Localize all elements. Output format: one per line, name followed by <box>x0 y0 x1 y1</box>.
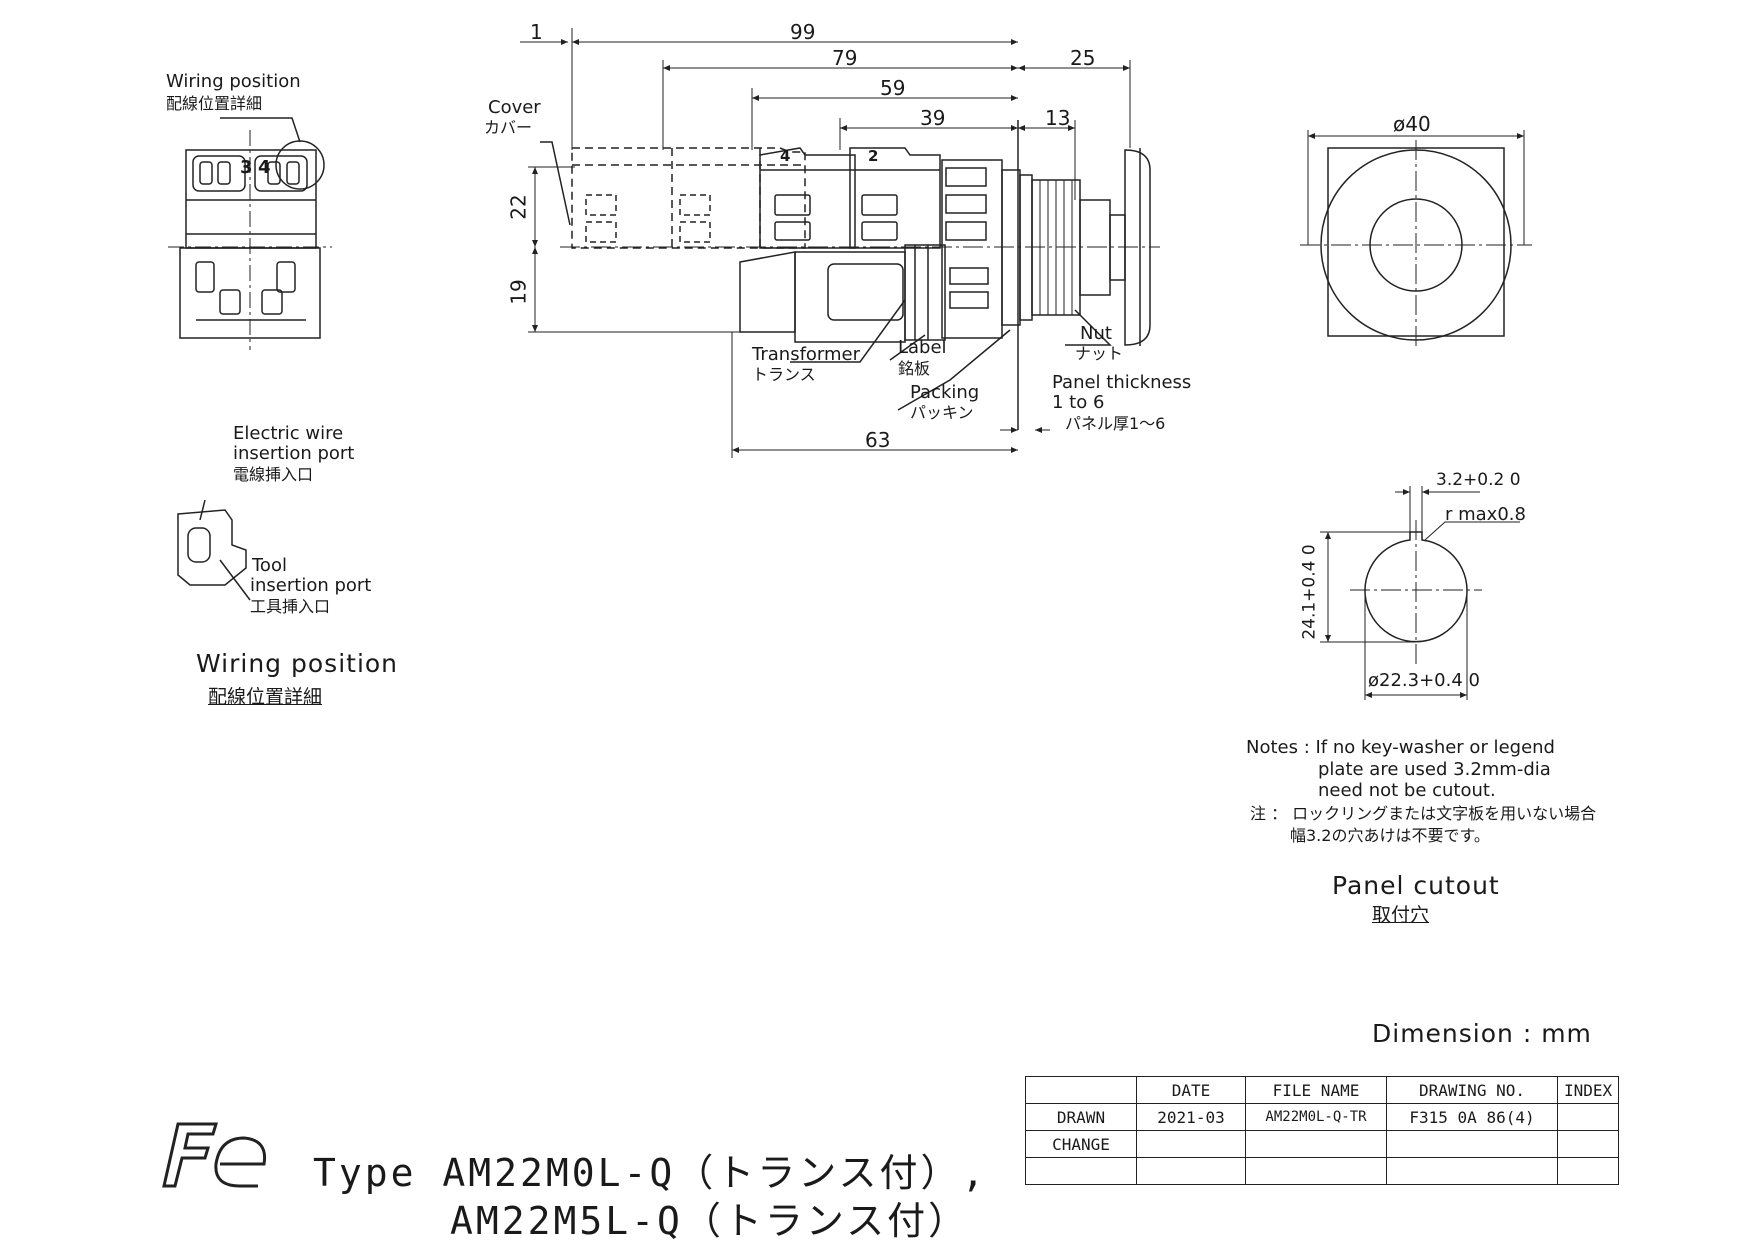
dim-22: 22 <box>506 194 531 220</box>
title-block-row <box>1025 1157 1620 1185</box>
callout-wire-port-en-1: Electric wire <box>233 423 344 444</box>
callout-tool-port-en-1: Tool <box>252 555 287 576</box>
callout-label-jp: 銘板 <box>898 359 931 378</box>
dim-r-max: r max0.8 <box>1445 504 1526 525</box>
fe-logo: Fe <box>160 1120 270 1190</box>
title-block: DATE FILE NAME DRAWING NO. INDEX DRAWN 2… <box>1025 1076 1620 1185</box>
tb-cell <box>1136 1130 1246 1158</box>
side-view <box>540 120 1160 430</box>
tb-cell <box>1386 1130 1558 1158</box>
unit-note: Dimension : mm <box>1372 1019 1592 1048</box>
section-title-cutout-en: Panel cutout <box>1332 871 1500 900</box>
terminal-number-4: 4 <box>258 157 271 178</box>
tb-cell <box>1386 1157 1558 1185</box>
title-block-header: DATE FILE NAME DRAWING NO. INDEX <box>1025 1076 1620 1104</box>
note-jp-1: 注 ： ロックリングまたは文字板を用いない場合 <box>1250 804 1597 823</box>
tb-cell <box>1556 1130 1620 1158</box>
callout-nut-en: Nut <box>1080 323 1112 344</box>
callout-panel-thickness-jp: パネル厚1～6 <box>1065 414 1166 433</box>
callout-cover-jp: カバー <box>484 118 533 137</box>
callout-transformer-en: Transformer <box>752 344 861 365</box>
callout-wire-port-en-2: insertion port <box>233 443 355 464</box>
dim-19: 19 <box>506 279 531 305</box>
dim-25: 25 <box>1070 46 1096 70</box>
panel-cutout-view <box>1320 486 1520 700</box>
callout-packing-en: Packing <box>910 382 980 403</box>
callout-label-en: Label <box>898 337 947 358</box>
title-block-row: DRAWN 2021-03 AM22M0L-Q-TR F315 0A 86(4) <box>1025 1103 1620 1131</box>
title-block-row: CHANGE <box>1025 1130 1620 1158</box>
terminal-number-4-side: 4 <box>780 147 791 165</box>
tb-cell: 2021-03 <box>1136 1103 1246 1131</box>
callout-cover-en: Cover <box>488 97 541 118</box>
tb-header-date: DATE <box>1136 1076 1246 1104</box>
callout-wire-port-jp: 電線挿入口 <box>233 465 314 484</box>
dim-1: 1 <box>530 20 543 44</box>
type-line-1: Type AM22M0L-Q（トランス付）, <box>313 1151 988 1195</box>
tb-header-file-name: FILE NAME <box>1245 1076 1387 1104</box>
callout-wiring-en: Wiring position <box>166 71 301 92</box>
dim-13: 13 <box>1045 106 1071 130</box>
tb-cell <box>1025 1157 1137 1185</box>
wiring-position-view <box>168 117 332 350</box>
callout-wiring-jp: 配線位置詳細 <box>166 94 263 113</box>
tb-cell <box>1556 1157 1620 1185</box>
dim-dia223: ø22.3+0.4 0 <box>1368 670 1480 691</box>
tb-cell <box>1245 1157 1387 1185</box>
callout-tool-port-en-2: insertion port <box>250 575 372 596</box>
note-jp-2: 幅3.2の穴あけは不要です。 <box>1290 826 1490 845</box>
tb-cell: DRAWN <box>1025 1103 1137 1131</box>
dim-keyway-width: 3.2+0.2 0 <box>1436 470 1521 490</box>
tb-cell: F315 0A 86(4) <box>1386 1103 1558 1131</box>
callout-nut-jp: ナット <box>1075 344 1124 363</box>
dim-cutout-height: 24.1+0.4 0 <box>1299 544 1320 640</box>
tb-header-drawing-no: DRAWING NO. <box>1386 1076 1558 1104</box>
section-title-wiring-jp: 配線位置詳細 <box>208 686 323 708</box>
port-detail-view <box>177 499 251 601</box>
callout-panel-thickness-en: Panel thickness <box>1052 372 1192 393</box>
front-view <box>1300 130 1532 350</box>
tb-cell: CHANGE <box>1025 1130 1137 1158</box>
terminal-number-3: 3 <box>240 157 253 178</box>
note-en-2: plate are used 3.2mm-dia <box>1318 759 1551 780</box>
dim-79: 79 <box>832 46 858 70</box>
dim-dia40: ø40 <box>1393 112 1431 136</box>
tb-cell <box>1136 1157 1246 1185</box>
tb-cell <box>1556 1103 1620 1131</box>
tb-cell <box>1245 1130 1387 1158</box>
note-en-3: need not be cutout. <box>1318 780 1496 801</box>
callout-tool-port-jp: 工具挿入口 <box>250 597 331 616</box>
dimension-lines <box>520 28 1131 458</box>
dim-99: 99 <box>790 20 816 44</box>
section-title-cutout-jp: 取付穴 <box>1372 904 1430 926</box>
dim-39: 39 <box>920 106 946 130</box>
callout-transformer-jp: トランス <box>752 365 816 384</box>
note-en-1: Notes : If no key-washer or legend <box>1246 737 1555 758</box>
callout-panel-thickness-range: 1 to 6 <box>1052 392 1105 413</box>
callout-packing-jp: パッキン <box>910 403 974 422</box>
tb-header-index: INDEX <box>1556 1076 1620 1104</box>
tb-header-blank <box>1025 1076 1137 1104</box>
terminal-number-2-side: 2 <box>868 147 879 165</box>
dim-59: 59 <box>880 76 906 100</box>
type-line-2: AM22M5L-Q（トランス付） <box>450 1199 970 1243</box>
section-title-wiring-en: Wiring position <box>196 649 399 678</box>
tb-cell: AM22M0L-Q-TR <box>1245 1103 1387 1131</box>
dim-63: 63 <box>865 428 891 452</box>
